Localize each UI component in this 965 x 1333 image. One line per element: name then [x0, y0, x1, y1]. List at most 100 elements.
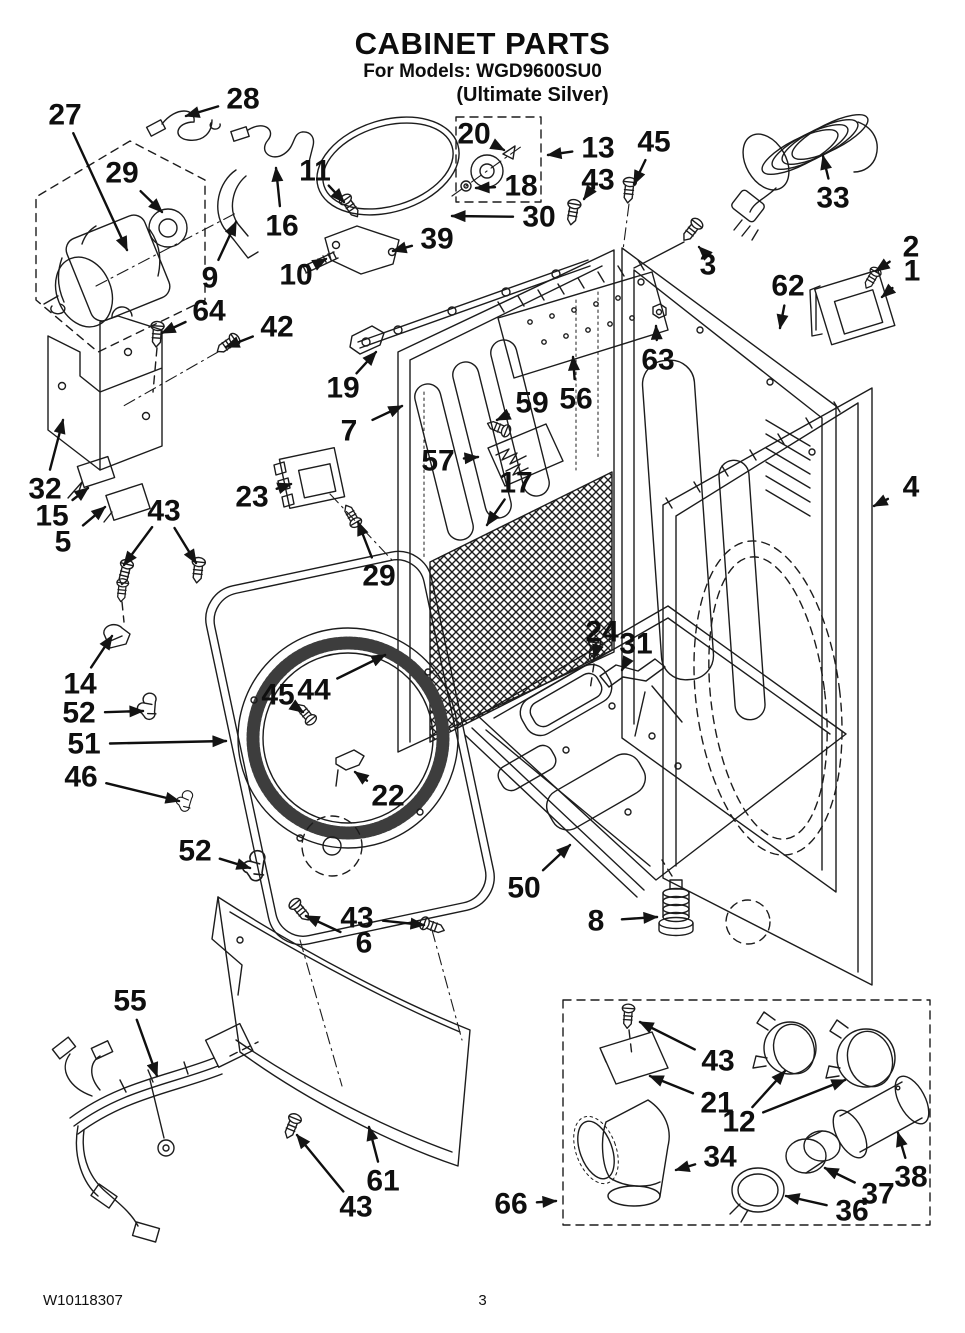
callout-20: 20 — [457, 118, 490, 151]
page-number: 3 — [478, 1292, 487, 1309]
callout-3: 3 — [700, 249, 717, 282]
wire-28-drawing — [145, 110, 221, 141]
callout-leader-23 — [275, 482, 293, 494]
callout-leader-28 — [184, 105, 220, 118]
callout-18: 18 — [504, 170, 537, 203]
callout-leader-31 — [620, 655, 634, 672]
callout-leader-7 — [371, 404, 404, 422]
idler-pulley-drawing — [451, 145, 523, 197]
callout-32: 32 — [28, 473, 61, 506]
callout-64: 64 — [192, 295, 226, 328]
callout-leader-8 — [620, 911, 659, 924]
callout-leader-20 — [489, 138, 506, 152]
callout-leader-21 — [648, 1074, 695, 1095]
callout-leader-29 — [356, 520, 373, 559]
callout-42: 42 — [260, 311, 293, 344]
callout-43: 43 — [701, 1045, 734, 1078]
callout-29: 29 — [105, 157, 138, 190]
callout-leader-39 — [391, 241, 414, 254]
callout-leader-14 — [89, 634, 114, 669]
callout-63: 63 — [641, 344, 674, 377]
vent-pipe-drawing — [832, 1075, 930, 1159]
callout-43: 43 — [147, 495, 180, 528]
callout-leader-43 — [122, 525, 154, 567]
heat-shield-drawing — [484, 416, 564, 487]
callout-43: 43 — [581, 164, 614, 197]
callout-7: 7 — [341, 415, 358, 448]
vent-sleeve-drawing — [785, 1130, 841, 1174]
callout-1: 1 — [904, 255, 921, 288]
models-line: For Models: WGD9600SU0 — [363, 61, 602, 82]
callout-leader-29 — [139, 189, 164, 214]
callout-9: 9 — [202, 262, 219, 295]
callout-leader-66 — [535, 1195, 558, 1208]
callout-leader-52 — [103, 705, 145, 718]
callout-leader-52 — [218, 857, 252, 870]
control-bracket-drawing — [47, 306, 163, 471]
back-panel-drawing — [621, 247, 837, 893]
callout-50: 50 — [507, 872, 540, 905]
callout-28: 28 — [226, 83, 259, 116]
callout-46: 46 — [64, 761, 97, 794]
callout-21: 21 — [700, 1087, 733, 1120]
callout-leader-24 — [592, 643, 604, 660]
callout-leader-12 — [751, 1069, 787, 1109]
document-number: W10118307 — [43, 1292, 123, 1309]
callout-leader-17 — [485, 498, 506, 527]
callout-leader-45 — [632, 158, 647, 186]
callout-29: 29 — [362, 560, 395, 593]
callout-leader-43 — [638, 1020, 696, 1051]
drive-motor-drawing — [43, 208, 239, 328]
callout-11: 11 — [299, 155, 331, 188]
callout-8: 8 — [588, 905, 605, 938]
front-panel-drawing — [205, 550, 495, 946]
callout-34: 34 — [703, 1141, 737, 1174]
callout-leader-59 — [495, 408, 512, 422]
callout-leader-36 — [784, 1193, 828, 1207]
callout-leader-33 — [820, 154, 832, 180]
callout-leader-12 — [762, 1078, 847, 1114]
callout-66: 66 — [494, 1188, 527, 1221]
callout-leader-4 — [872, 494, 890, 508]
callout-15: 15 — [35, 500, 68, 533]
callout-39: 39 — [420, 223, 453, 256]
callout-leader-37 — [823, 1166, 856, 1184]
callout-leader-55 — [135, 1018, 159, 1078]
callout-leader-50 — [541, 843, 572, 872]
callout-52: 52 — [62, 697, 95, 730]
callout-leader-46 — [105, 782, 181, 804]
callout-leader-16 — [271, 166, 284, 208]
vent-cover-drawing — [599, 1003, 669, 1085]
callout-leader-34 — [674, 1160, 697, 1172]
callout-leader-15 — [71, 486, 90, 502]
thermostat-drawing — [273, 447, 393, 561]
callout-leader-9 — [217, 220, 238, 262]
callout-23: 23 — [235, 481, 268, 514]
leveling-leg-drawing — [658, 859, 694, 937]
callout-leader-43 — [381, 917, 426, 930]
callout-55: 55 — [113, 985, 146, 1018]
callout-56: 56 — [559, 383, 592, 416]
callout-leader-10 — [311, 257, 328, 271]
lower-panel-drawing — [211, 896, 471, 1167]
motor-kit-outline — [35, 140, 206, 353]
callout-16: 16 — [265, 210, 298, 243]
callout-38: 38 — [894, 1161, 927, 1194]
drive-belt-drawing — [316, 116, 460, 216]
callout-33: 33 — [816, 182, 849, 215]
callout-leader-32 — [48, 418, 66, 471]
base-drawing — [464, 605, 847, 898]
callout-31: 31 — [619, 628, 652, 661]
callout-5: 5 — [55, 526, 72, 559]
callout-leader-62 — [776, 304, 789, 330]
idler-kit-outline — [455, 116, 542, 203]
callout-leader-63 — [650, 324, 663, 342]
callout-leader-64 — [160, 320, 187, 335]
callout-27: 27 — [48, 99, 81, 132]
callout-leader-42 — [224, 335, 255, 349]
callout-leader-2 — [874, 258, 891, 273]
clip-fasteners — [103, 577, 448, 938]
callout-leader-1 — [880, 283, 897, 299]
